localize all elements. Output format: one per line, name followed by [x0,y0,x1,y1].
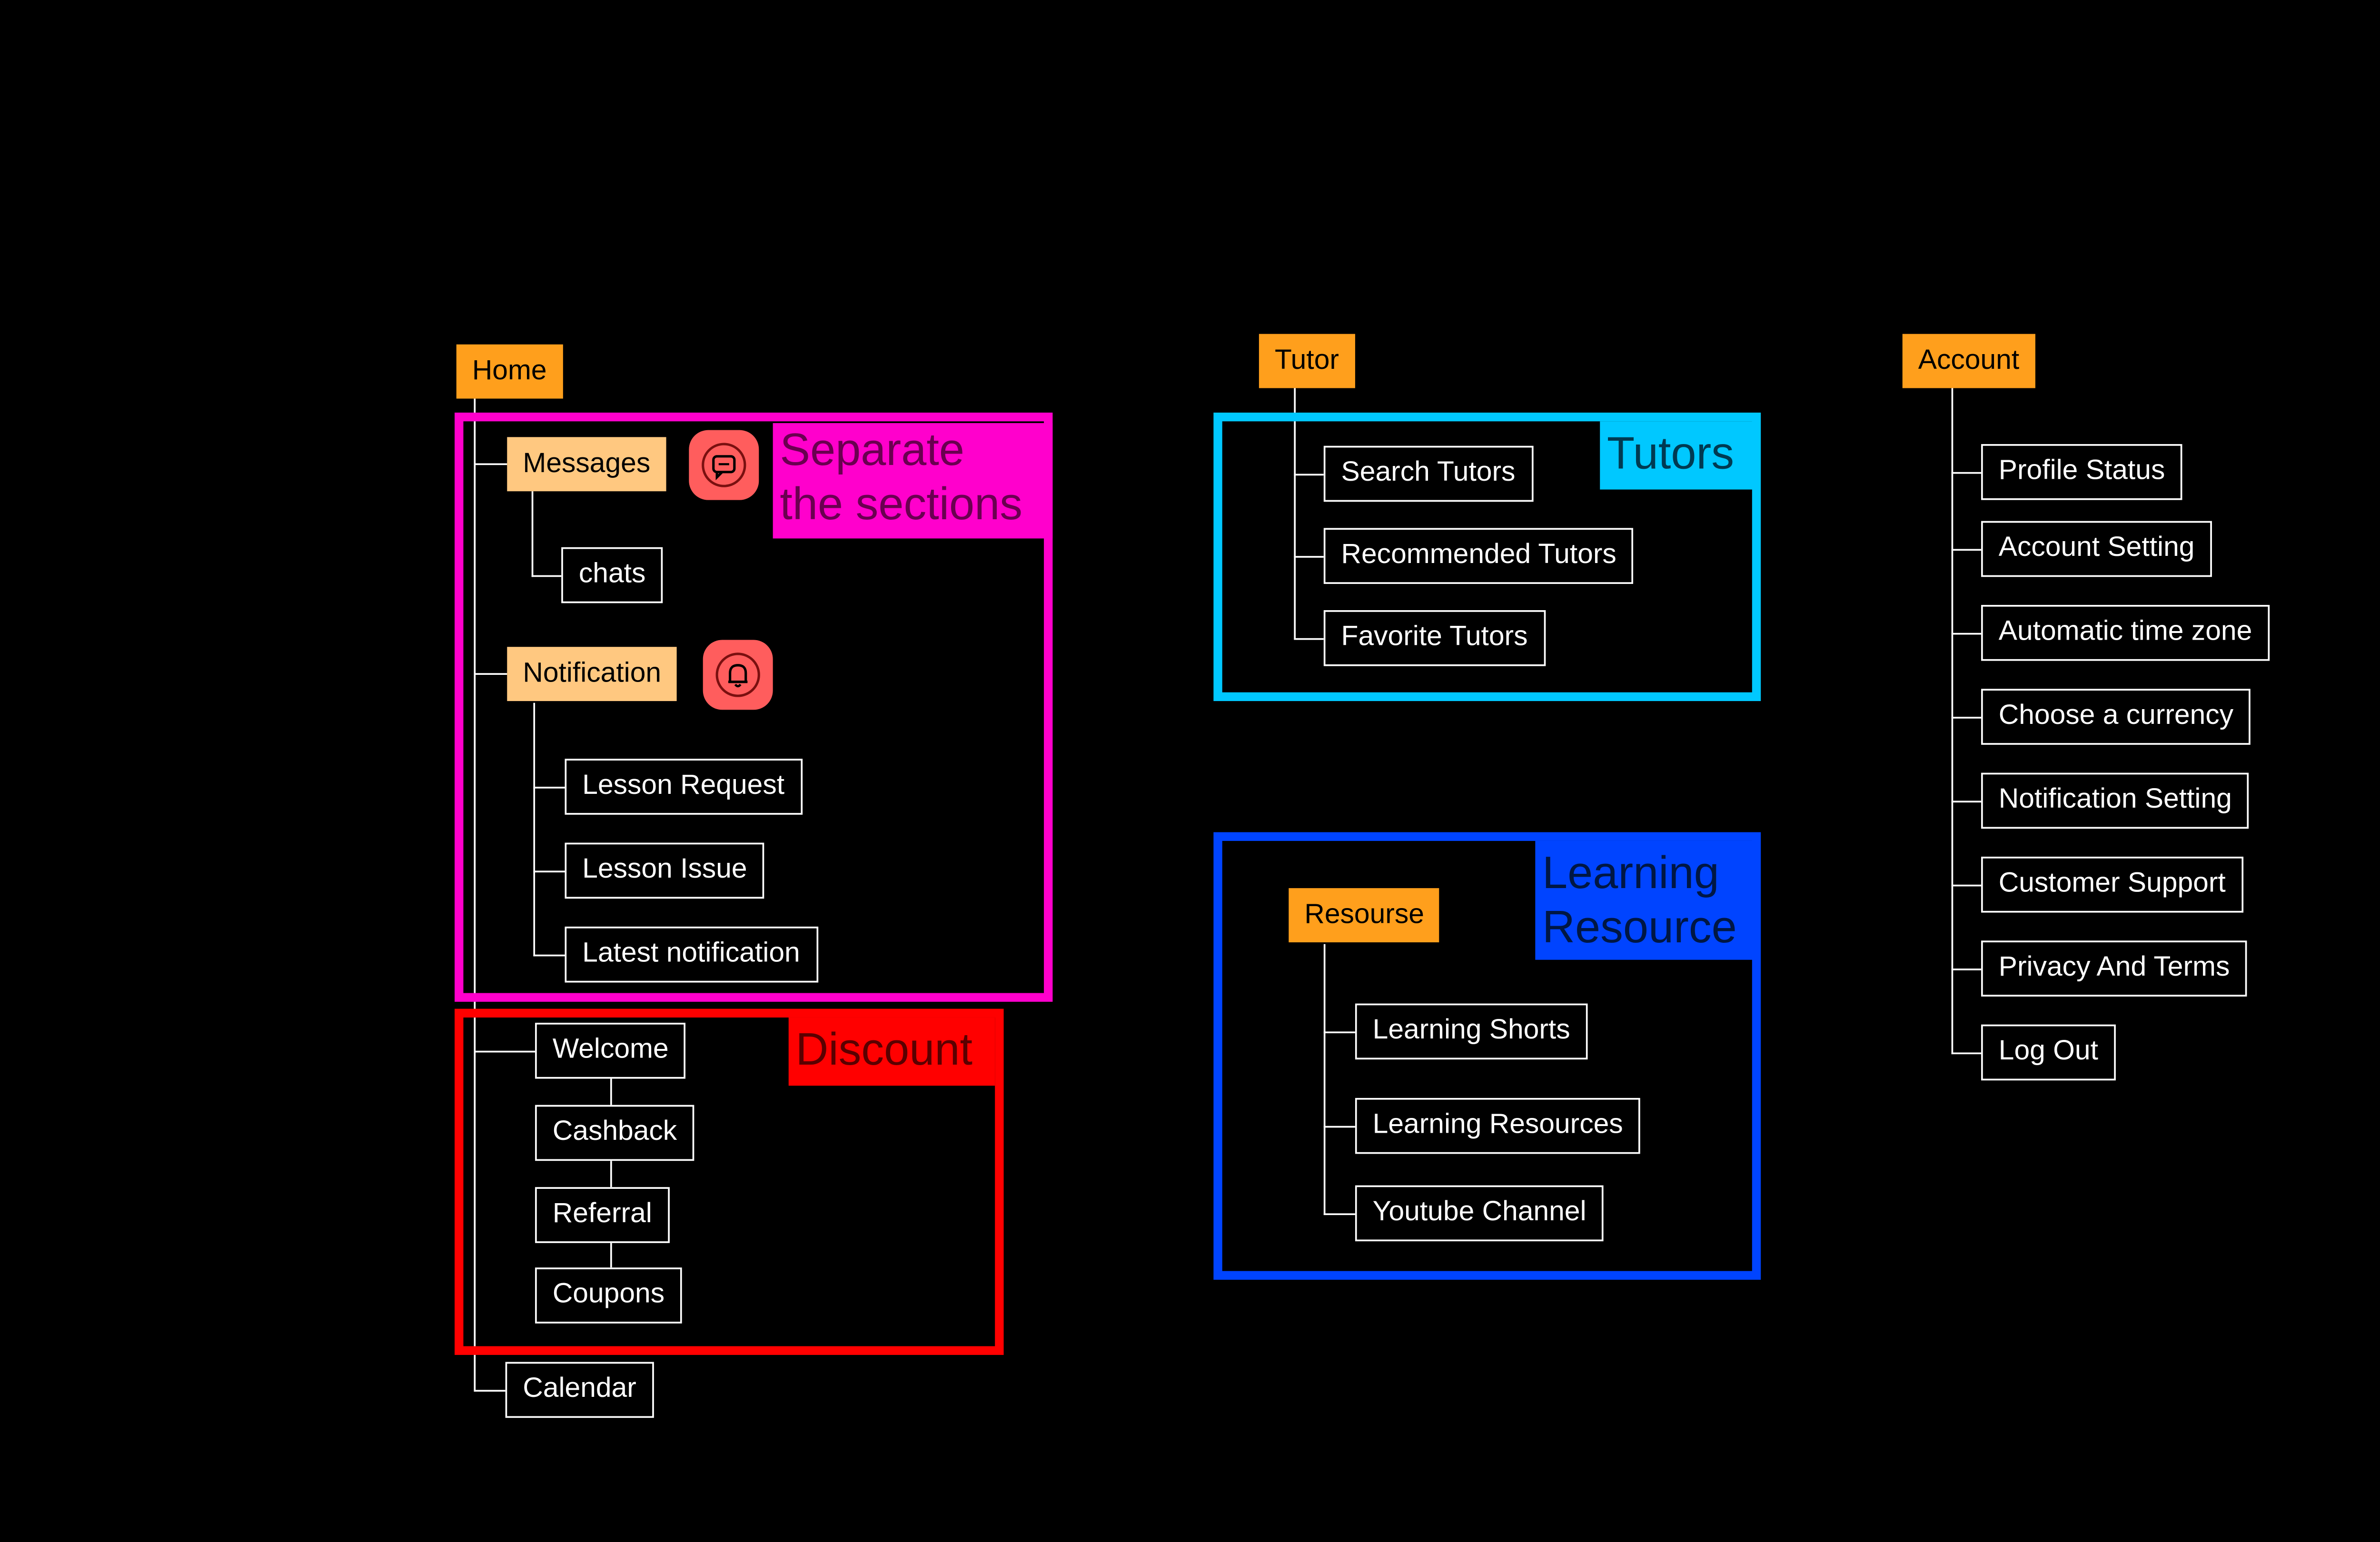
connector [1323,944,1326,1216]
customer-support-node[interactable]: Customer Support [1981,856,2243,913]
welcome-node[interactable]: Welcome [535,1022,686,1079]
connector [1951,388,1954,1055]
connector [1951,969,1982,970]
connector [610,1243,612,1268]
connector [610,1161,612,1187]
label-line: Resource [1542,900,1737,953]
learning-resources-node[interactable]: Learning Resources [1355,1097,1641,1154]
lesson-issue-node[interactable]: Lesson Issue [565,842,765,899]
learning-shorts-node[interactable]: Learning Shorts [1355,1003,1588,1060]
label-line: the sections [780,477,1023,530]
learning-resource-frame [1213,832,1761,1280]
connector [533,787,565,789]
referral-node[interactable]: Referral [535,1187,670,1243]
connector [533,954,565,957]
connector [531,575,562,577]
messages-node[interactable]: Messages [507,437,666,492]
connector [474,398,476,1392]
connector [474,1390,506,1392]
connector [474,673,507,675]
label-line: Separate [780,423,965,476]
calendar-node[interactable]: Calendar [505,1362,654,1418]
notification-setting-node[interactable]: Notification Setting [1981,772,2250,829]
account-node[interactable]: Account [1902,334,2035,388]
connector [1323,1213,1355,1216]
discount-frame [455,1008,1004,1355]
connector [1294,556,1324,558]
connector [1294,388,1296,640]
youtube-channel-node[interactable]: Youtube Channel [1355,1185,1604,1242]
connector [1951,801,1982,803]
separate-sections-frame [455,412,1053,1002]
learning-resource-label: Learning Resource [1535,840,1754,960]
connector [533,702,536,957]
chat-bubble-icon [689,430,759,500]
home-node[interactable]: Home [456,344,563,399]
discount-label: Discount [788,1017,995,1086]
resource-node[interactable]: Resourse [1289,888,1440,942]
separate-sections-label: Separate the sections [773,423,1053,539]
label-line: Discount [795,1022,973,1076]
connector [1323,1031,1355,1034]
label-line: Tutors [1606,426,1735,479]
connector [533,870,565,873]
latest-notification-node[interactable]: Latest notification [565,926,818,983]
search-tutors-node[interactable]: Search Tutors [1323,445,1533,502]
automatic-time-zone-node[interactable]: Automatic time zone [1981,605,2270,661]
connector [1294,474,1324,476]
account-setting-node[interactable]: Account Setting [1981,521,2212,577]
connector [1294,638,1324,640]
lesson-request-node[interactable]: Lesson Request [565,759,802,815]
tutors-label: Tutors [1600,421,1754,490]
connector [531,491,534,577]
bell-icon [703,640,773,710]
connector [610,1078,612,1105]
profile-status-node[interactable]: Profile Status [1981,444,2183,500]
connector [1951,717,1982,719]
notification-node[interactable]: Notification [507,647,677,702]
chats-node[interactable]: chats [561,547,664,603]
connector [1951,472,1982,474]
connector [1951,549,1982,551]
tutor-node[interactable]: Tutor [1259,334,1355,388]
connector [474,1050,536,1053]
choose-currency-node[interactable]: Choose a currency [1981,689,2251,745]
log-out-node[interactable]: Log Out [1981,1024,2116,1081]
coupons-node[interactable]: Coupons [535,1267,682,1324]
connector [1951,1052,1982,1055]
cashback-node[interactable]: Cashback [535,1105,694,1161]
tutors-frame [1213,412,1761,702]
connector [1951,633,1982,635]
favorite-tutors-node[interactable]: Favorite Tutors [1323,610,1546,666]
connector [474,463,507,465]
recommended-tutors-node[interactable]: Recommended Tutors [1323,528,1634,584]
privacy-and-terms-node[interactable]: Privacy And Terms [1981,940,2248,997]
connector [1323,1126,1355,1128]
label-line: Learning [1542,846,1719,899]
connector [1951,884,1982,887]
